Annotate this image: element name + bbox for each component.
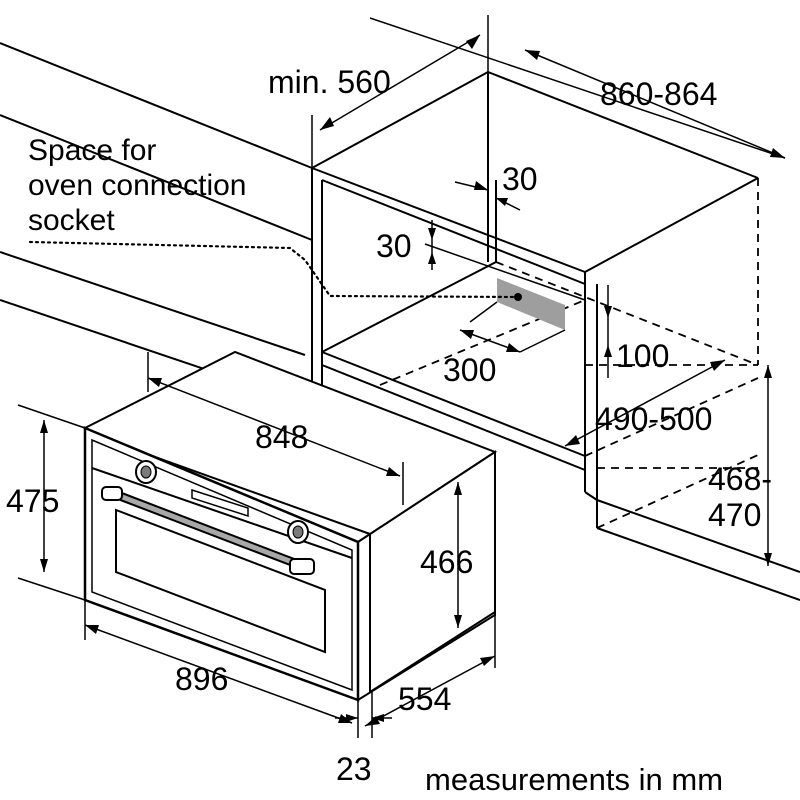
oven-knob-left-icon [135, 460, 157, 484]
label-cabinet-depth: 490-500 [595, 401, 712, 437]
label-socket-note-line1: Space for [28, 134, 156, 167]
niche-floor-front [321, 351, 586, 457]
extension-line [17, 577, 86, 601]
label-cabinet-height-line2: 470 [708, 497, 761, 533]
label-gap-side: 30 [376, 228, 412, 264]
arrowhead [346, 714, 358, 722]
dim-line-min-width [319, 34, 481, 131]
arrowhead [372, 714, 384, 722]
worktop-edge-line [0, 42, 313, 169]
extension-line [469, 301, 498, 323]
label-front-panel-thickness: 23 [336, 751, 372, 787]
oven-dimensions [17, 352, 496, 738]
arrowhead [40, 559, 48, 572]
arrowhead [480, 656, 495, 666]
arrowhead [496, 198, 508, 206]
cabinet-dimensions [311, 15, 786, 566]
label-oven-front-width: 896 [175, 661, 228, 697]
label-oven-body-height: 466 [420, 544, 473, 580]
arrowhead [454, 482, 462, 495]
extension-line [424, 243, 586, 301]
dim-line-oven-body-depth [364, 655, 496, 727]
oven-side-bottom-trim [369, 611, 496, 693]
extension-line [519, 329, 566, 353]
niche-top-back-edge [487, 71, 759, 179]
label-socket-width: 300 [443, 352, 496, 388]
label-oven-front-height: 475 [6, 483, 59, 519]
label-socket-note-line3: socket [28, 204, 115, 237]
hidden-back-floor-edge [495, 261, 759, 366]
dim-line-oven-depth-top [147, 377, 401, 477]
niche-floor-right-line [596, 527, 800, 601]
units-caption: measurements in mm [425, 762, 723, 797]
hidden-base-edge [596, 454, 759, 529]
niche-right-post-foot [584, 491, 598, 501]
label-cabinet-height-line1: 468- [708, 461, 772, 497]
arrowhead [460, 330, 474, 339]
label-cabinet-width: 860-864 [600, 76, 717, 112]
oven-connection-socket-area [497, 278, 565, 330]
arrowhead [466, 35, 480, 49]
extension-line [17, 404, 86, 429]
arrowhead [85, 625, 99, 634]
arrowhead [710, 360, 725, 371]
arrowhead [764, 553, 772, 566]
arrowhead [320, 117, 334, 130]
label-min-width: min. 560 [268, 64, 391, 100]
niche-floor-front-lower [321, 364, 586, 471]
arrowhead [386, 467, 400, 476]
niche-floor-right-line-upper [596, 499, 800, 573]
oven-handle-icon [101, 486, 315, 575]
oven [82, 350, 498, 702]
worktop-edge-line-lower [0, 114, 313, 241]
arrowhead [525, 50, 540, 60]
arrowhead [428, 228, 436, 240]
arrowhead [454, 615, 462, 628]
niche-front-rail [321, 179, 586, 285]
oven-knob-right-icon [287, 520, 309, 544]
arrowhead [148, 378, 162, 387]
label-socket-offset: 100 [616, 338, 669, 374]
label-oven-depth-top: 848 [255, 419, 308, 455]
dim-line-cabinet-depth [564, 359, 726, 447]
niche-top-left-edge [311, 71, 489, 169]
label-gap-top: 30 [502, 161, 538, 197]
arrowhead [565, 435, 580, 446]
arrowhead [428, 252, 436, 264]
label-socket-note-line2: oven connection [28, 169, 247, 202]
dim-line-oven-front-width [84, 624, 353, 724]
arrowhead [604, 306, 612, 318]
oven-control-strip [91, 467, 353, 559]
arrowhead [474, 181, 488, 190]
oven-door-window [115, 508, 326, 654]
oven-front-inner-border [91, 438, 353, 692]
niche-top-right-edge [584, 177, 759, 273]
label-oven-body-depth: 554 [398, 681, 451, 717]
cabinet-niche [0, 42, 800, 601]
oven-display-icon [191, 488, 249, 518]
counter-edge-line [0, 251, 306, 356]
arrowhead [40, 420, 48, 433]
arrowhead [506, 343, 520, 352]
arrowhead [764, 365, 772, 378]
dim-line-cabinet-width [369, 17, 786, 159]
arrowhead [604, 345, 612, 357]
arrowhead [770, 148, 785, 158]
hidden-floor-right-edge [584, 377, 759, 457]
niche-floor-left [321, 261, 497, 353]
niche-front-top-edge [311, 167, 586, 273]
dimension-labels: min. 560 860-864 Space for oven connecti… [6, 64, 772, 797]
dim-line-cabinet-width-arrow [524, 49, 786, 159]
socket-note-leader [28, 240, 520, 299]
